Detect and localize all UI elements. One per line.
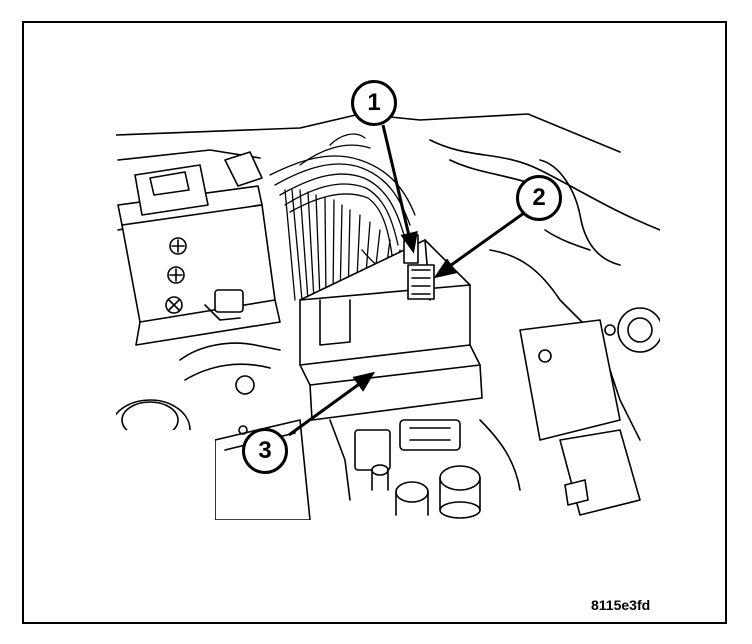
right-side-components: [489, 159, 660, 516]
callout-2-label: 2: [532, 184, 546, 211]
power-module-housing: [299, 234, 483, 421]
callout-1-label: 1: [367, 89, 381, 116]
lower-left-components: [116, 342, 311, 520]
callout-2: 2: [516, 175, 562, 221]
lower-middle-components: [329, 419, 521, 519]
figure-frame: [22, 21, 727, 624]
callout-3: 3: [242, 428, 288, 474]
battery-terminal-cover: [134, 151, 263, 216]
callout-1: 1: [351, 80, 397, 126]
callout-leaders: [288, 124, 525, 437]
wiring-harness: [269, 133, 416, 336]
background-hose: [429, 139, 660, 231]
battery: [117, 185, 281, 346]
figure-reference-id: 8115e3fd: [591, 597, 651, 613]
callout-3-label: 3: [258, 437, 272, 464]
